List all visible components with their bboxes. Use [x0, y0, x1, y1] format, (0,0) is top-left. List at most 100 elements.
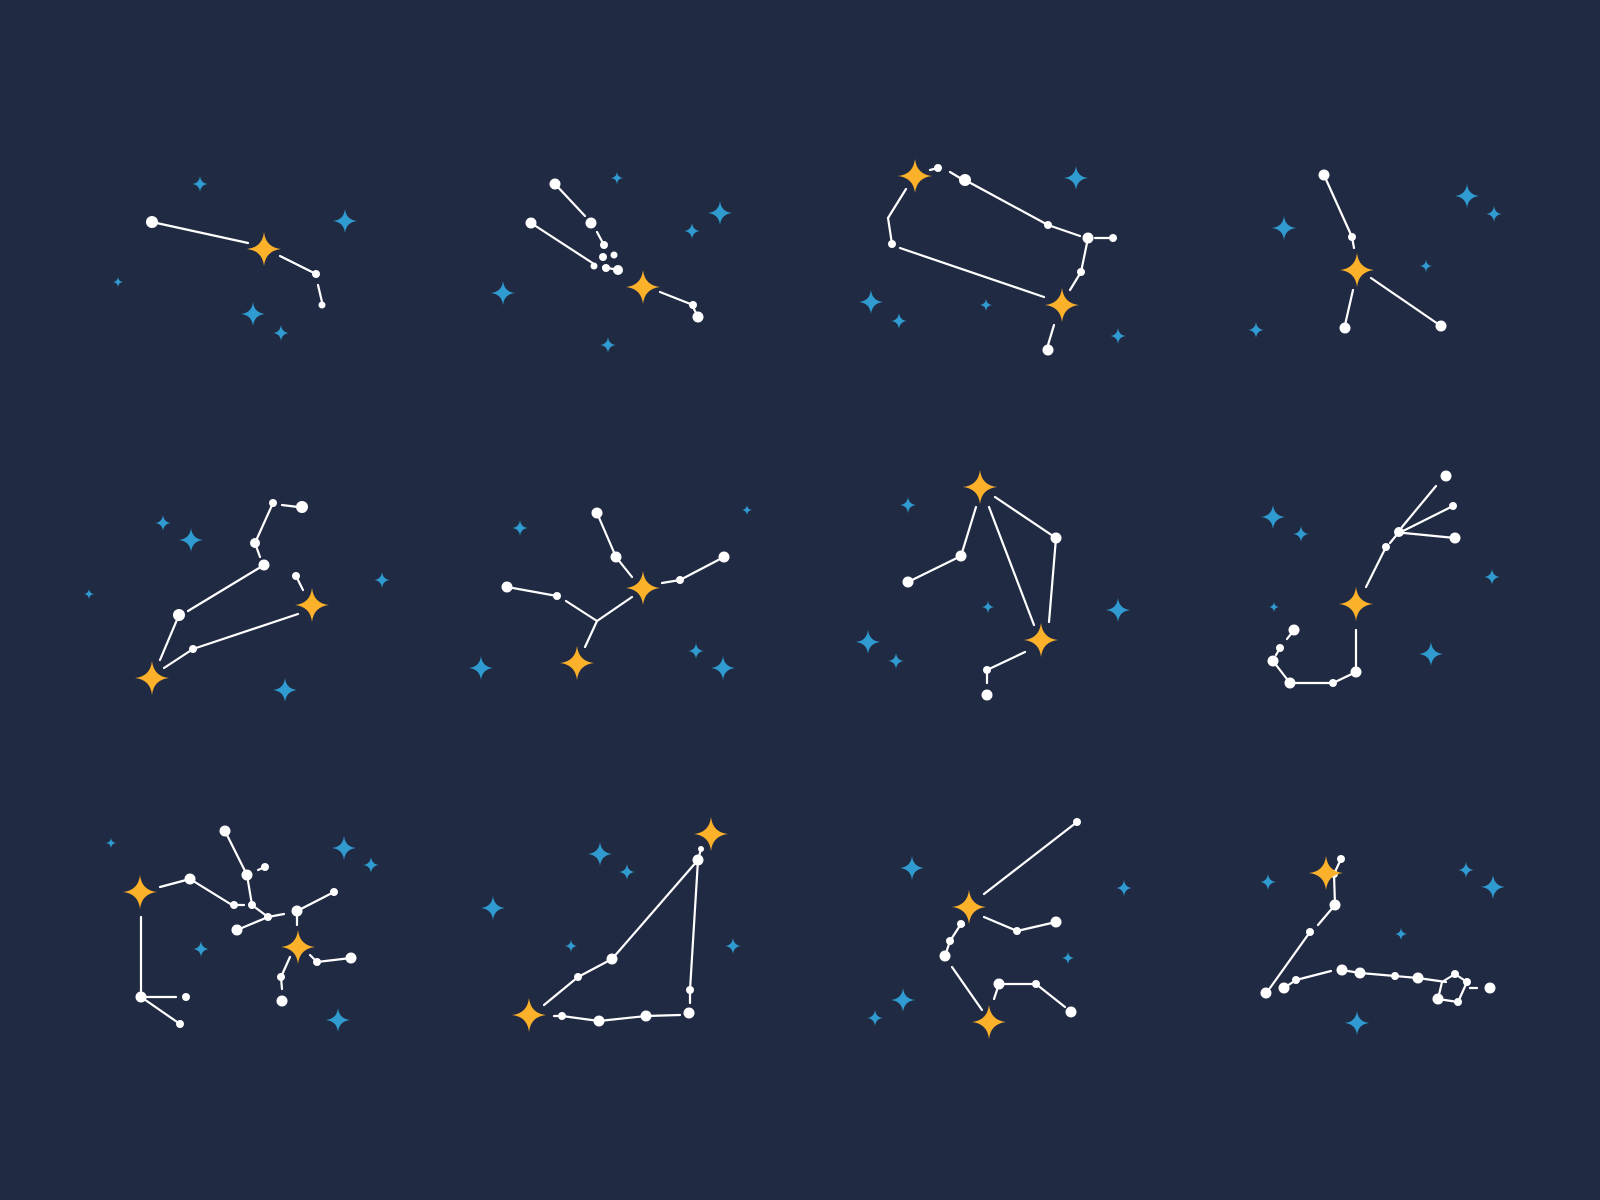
star-dot — [276, 995, 288, 1007]
star-dot — [291, 905, 303, 917]
blue-sparkle-icon — [1116, 880, 1132, 896]
star-dot — [189, 645, 197, 653]
star-dot — [501, 581, 513, 593]
star-dot — [1432, 993, 1444, 1005]
star-dot — [1339, 322, 1351, 334]
blue-sparkle-icon — [1248, 322, 1264, 338]
blue-sparkle-icon — [1420, 260, 1432, 272]
star-dot — [135, 991, 147, 1003]
constellation-line — [1034, 982, 1067, 1009]
star-dot — [1412, 972, 1424, 984]
star-dot — [1278, 982, 1290, 994]
star-dot — [955, 550, 967, 562]
star-dot — [683, 1007, 695, 1019]
star-dot — [983, 666, 991, 674]
star-dot — [1267, 655, 1279, 667]
blue-sparkle-icon — [1481, 875, 1505, 899]
blue-sparkle-icon — [113, 277, 123, 287]
bright-star-icon — [952, 890, 986, 924]
constellation-line — [658, 290, 695, 307]
blue-sparkle-icon — [742, 505, 752, 515]
blue-sparkle-icon — [982, 601, 994, 613]
blue-sparkle-icon — [84, 589, 94, 599]
star-dot — [613, 265, 623, 275]
star-dot — [1354, 967, 1366, 979]
star-dot — [553, 592, 561, 600]
blue-sparkle-icon — [619, 864, 635, 880]
star-dot — [1044, 221, 1052, 229]
blue-sparkle-icon — [1458, 862, 1474, 878]
blue-sparkle-icon — [481, 896, 505, 920]
blue-sparkle-icon — [332, 836, 356, 860]
constellation-line — [950, 965, 984, 1012]
star-dot — [1260, 987, 1272, 999]
star-dot — [1042, 344, 1054, 356]
constellation-line — [295, 890, 336, 913]
constellation-line — [1268, 930, 1312, 990]
star-dot — [231, 924, 243, 936]
constellation-line — [898, 246, 1046, 299]
star-dot — [610, 551, 622, 563]
blue-sparkle-icon — [1269, 602, 1279, 612]
star-dot — [606, 953, 618, 965]
bright-star-icon — [972, 1005, 1006, 1039]
star-dot — [1484, 982, 1496, 994]
bright-star-icon — [1309, 856, 1343, 890]
constellation-line — [1400, 484, 1438, 529]
star-dot — [692, 311, 704, 323]
star-dot — [1318, 169, 1330, 181]
star-dot — [1276, 644, 1284, 652]
bright-star-icon — [123, 875, 157, 909]
blue-sparkle-icon — [1484, 569, 1500, 585]
blue-sparkle-icon — [688, 643, 704, 659]
blue-sparkle-icon — [193, 941, 209, 957]
constellation-line — [595, 511, 618, 559]
star-dot — [184, 873, 196, 885]
constellation-line — [576, 957, 614, 979]
star-dot — [176, 1020, 184, 1028]
constellation-line — [150, 220, 250, 245]
blue-sparkle-icon — [273, 325, 289, 341]
blue-sparkle-icon — [900, 856, 924, 880]
star-dot — [1463, 978, 1471, 986]
star-dot — [1337, 855, 1345, 863]
bright-star-icon — [1340, 253, 1374, 287]
blue-sparkle-icon — [1110, 328, 1126, 344]
constellation-line — [982, 820, 1079, 896]
constellation-line — [253, 501, 275, 545]
blue-sparkle-icon — [888, 653, 904, 669]
blue-sparkle-icon — [891, 313, 907, 329]
star-dot — [1440, 470, 1452, 482]
bright-star-icon — [694, 817, 728, 851]
star-dot — [1013, 927, 1021, 935]
star-dot — [296, 501, 308, 513]
blue-sparkle-icon — [900, 497, 916, 513]
star-dot — [590, 262, 598, 270]
star-dot — [250, 538, 260, 548]
star-dot — [1451, 970, 1459, 978]
star-dot — [1336, 964, 1348, 976]
bright-star-icon — [281, 930, 315, 964]
star-dot — [277, 973, 285, 981]
star-dot — [698, 846, 704, 852]
constellation-line — [959, 505, 978, 558]
constellation-line — [644, 1013, 682, 1018]
blue-sparkle-icon — [1345, 1011, 1369, 1035]
star-dot — [312, 270, 320, 278]
constellation-libra — [856, 470, 1130, 701]
star-dot — [219, 825, 231, 837]
blue-sparkle-icon — [363, 857, 379, 873]
star-dot — [676, 576, 684, 584]
star-dot — [981, 689, 993, 701]
blue-sparkle-icon — [1062, 952, 1074, 964]
constellation-line — [235, 915, 270, 932]
star-dot — [313, 958, 321, 966]
star-dot — [957, 920, 965, 928]
star-dot — [1454, 998, 1462, 1006]
blue-sparkle-icon — [469, 656, 493, 680]
constellation-line — [553, 182, 587, 218]
star-dot — [574, 973, 582, 981]
blue-sparkle-icon — [106, 838, 116, 848]
star-dot — [686, 986, 694, 994]
star-dot — [600, 241, 608, 249]
